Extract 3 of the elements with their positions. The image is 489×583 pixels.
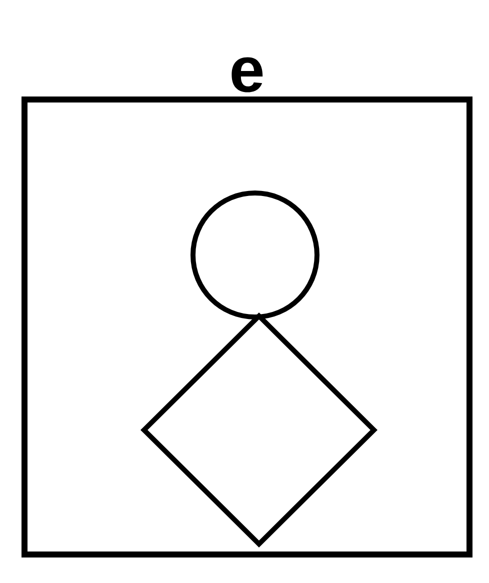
node-label: e	[232, 57, 263, 92]
frame-box: e	[22, 57, 472, 558]
circle-shape	[190, 190, 320, 320]
